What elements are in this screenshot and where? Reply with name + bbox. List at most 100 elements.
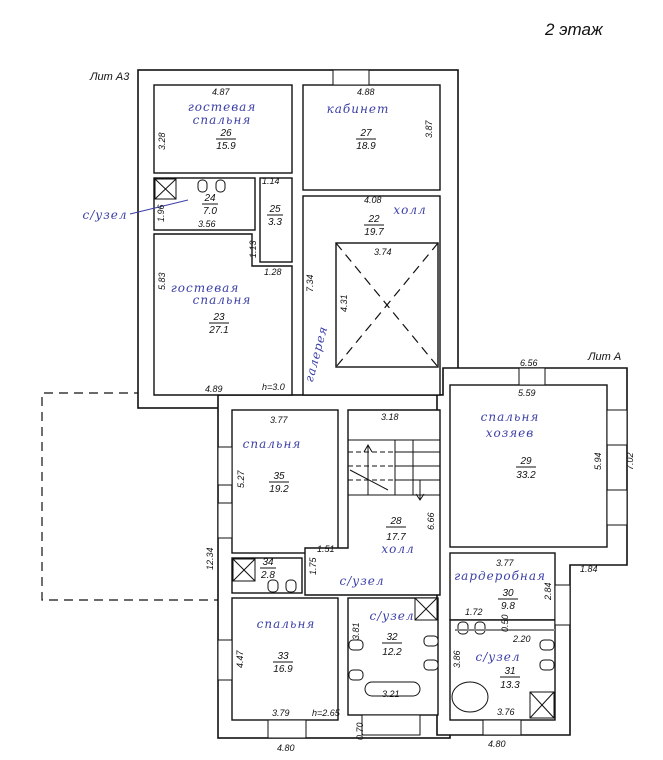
svg-text:3.18: 3.18 [381, 412, 399, 422]
room-25 [259, 177, 293, 263]
svg-text:3.81: 3.81 [351, 622, 361, 640]
svg-text:0.70: 0.70 [355, 722, 365, 740]
room-name: гостевая [188, 100, 257, 114]
svg-text:33.2: 33.2 [516, 470, 536, 481]
svg-text:3.28: 3.28 [157, 132, 167, 150]
svg-text:12.2: 12.2 [382, 647, 402, 658]
svg-text:3.21: 3.21 [382, 689, 400, 699]
svg-text:29: 29 [519, 456, 532, 467]
room-name: спальня [243, 437, 302, 451]
svg-text:34: 34 [262, 557, 274, 568]
svg-text:3.77: 3.77 [270, 415, 289, 425]
dashed-outline [41, 392, 218, 601]
svg-text:1.75: 1.75 [308, 556, 318, 575]
svg-text:16.9: 16.9 [273, 664, 293, 675]
room-name: с/узел [339, 574, 384, 588]
svg-text:1.84: 1.84 [580, 564, 598, 574]
room-30 [449, 552, 556, 621]
svg-text:1.72: 1.72 [465, 607, 483, 617]
svg-text:3.79: 3.79 [272, 708, 290, 718]
svg-text:13.3: 13.3 [500, 680, 520, 691]
room-33 [231, 597, 339, 721]
svg-text:5.27: 5.27 [236, 469, 246, 488]
svg-text:35: 35 [273, 471, 285, 482]
svg-text:27: 27 [359, 128, 372, 139]
svg-text:27.1: 27.1 [208, 325, 228, 336]
svg-text:18.9: 18.9 [356, 141, 376, 152]
room-26 [153, 84, 293, 174]
floor-title: 2 этаж [544, 20, 604, 39]
svg-text:5.94: 5.94 [593, 452, 603, 470]
room-name: гардеробная [454, 569, 546, 583]
svg-text:7.02: 7.02 [625, 452, 635, 470]
svg-text:24: 24 [203, 193, 216, 204]
svg-text:4.80: 4.80 [277, 743, 295, 753]
svg-text:2.84: 2.84 [543, 582, 553, 601]
svg-text:26: 26 [219, 128, 232, 139]
svg-text:3.56: 3.56 [198, 219, 216, 229]
svg-text:28: 28 [389, 516, 402, 527]
svg-text:32: 32 [386, 632, 398, 643]
room-29 [449, 384, 608, 548]
svg-text:5.59: 5.59 [518, 388, 536, 398]
room-name: холл [381, 542, 414, 556]
room-name: холл [393, 203, 426, 217]
room-27 [302, 84, 441, 191]
room-name: спальня [481, 410, 540, 424]
dimension-labels: 4.87 3.28 4.88 3.87 1.14 1.96 3.56 4.08 … [156, 87, 635, 753]
room-name: спальня [193, 113, 252, 127]
room-28 [304, 409, 441, 596]
staircase [347, 439, 441, 501]
svg-text:4.08: 4.08 [364, 195, 382, 205]
room-name: с/узел [82, 208, 127, 222]
svg-text:1.14: 1.14 [262, 176, 280, 186]
svg-text:7.34: 7.34 [305, 274, 315, 292]
room-name: хозяев [486, 426, 535, 440]
room-name: спальня [257, 617, 316, 631]
svg-text:1.51: 1.51 [317, 544, 335, 554]
svg-text:1.96: 1.96 [156, 204, 166, 222]
light-well [335, 242, 439, 368]
svg-text:4.88: 4.88 [357, 87, 375, 97]
svg-text:3.86: 3.86 [452, 650, 462, 668]
svg-text:5.83: 5.83 [157, 272, 167, 290]
room-name: кабинет [327, 102, 390, 116]
svg-text:4.89: 4.89 [205, 384, 223, 394]
room-name: гостевая [171, 281, 240, 295]
room-name: спальня [193, 293, 252, 307]
svg-text:15.9: 15.9 [216, 141, 236, 152]
svg-text:3.3: 3.3 [268, 217, 282, 228]
ceiling-height: h=2.65 [312, 708, 341, 718]
svg-text:9.8: 9.8 [501, 601, 515, 612]
room-23 [153, 233, 293, 396]
svg-text:2.20: 2.20 [512, 634, 531, 644]
lit-a-label: Лит А [587, 351, 621, 363]
svg-text:2.8: 2.8 [260, 570, 275, 581]
svg-text:1.28: 1.28 [264, 267, 282, 277]
svg-text:4.87: 4.87 [212, 87, 231, 97]
svg-text:3.87: 3.87 [424, 119, 434, 138]
light-well-cross [335, 242, 439, 368]
svg-text:31: 31 [504, 666, 515, 677]
svg-text:25: 25 [268, 204, 281, 215]
svg-text:0.50: 0.50 [500, 614, 510, 632]
svg-text:3.77: 3.77 [496, 558, 515, 568]
plumbing-fixtures [154, 178, 555, 719]
svg-text:17.7: 17.7 [386, 532, 406, 543]
svg-text:7.0: 7.0 [203, 206, 217, 217]
svg-text:1.13: 1.13 [248, 240, 258, 258]
arrow-icon [129, 199, 189, 215]
svg-text:19.7: 19.7 [364, 227, 384, 238]
svg-text:4.47: 4.47 [235, 649, 245, 668]
svg-text:3.76: 3.76 [497, 707, 515, 717]
svg-text:22: 22 [367, 214, 380, 225]
room-name: с/узел [475, 650, 520, 664]
svg-text:6.56: 6.56 [520, 358, 538, 368]
svg-text:4.31: 4.31 [339, 294, 349, 312]
room-name: с/узел [369, 609, 414, 623]
ceiling-height: h=3.0 [262, 382, 285, 392]
svg-text:4.80: 4.80 [488, 739, 506, 749]
svg-text:30: 30 [502, 588, 514, 599]
